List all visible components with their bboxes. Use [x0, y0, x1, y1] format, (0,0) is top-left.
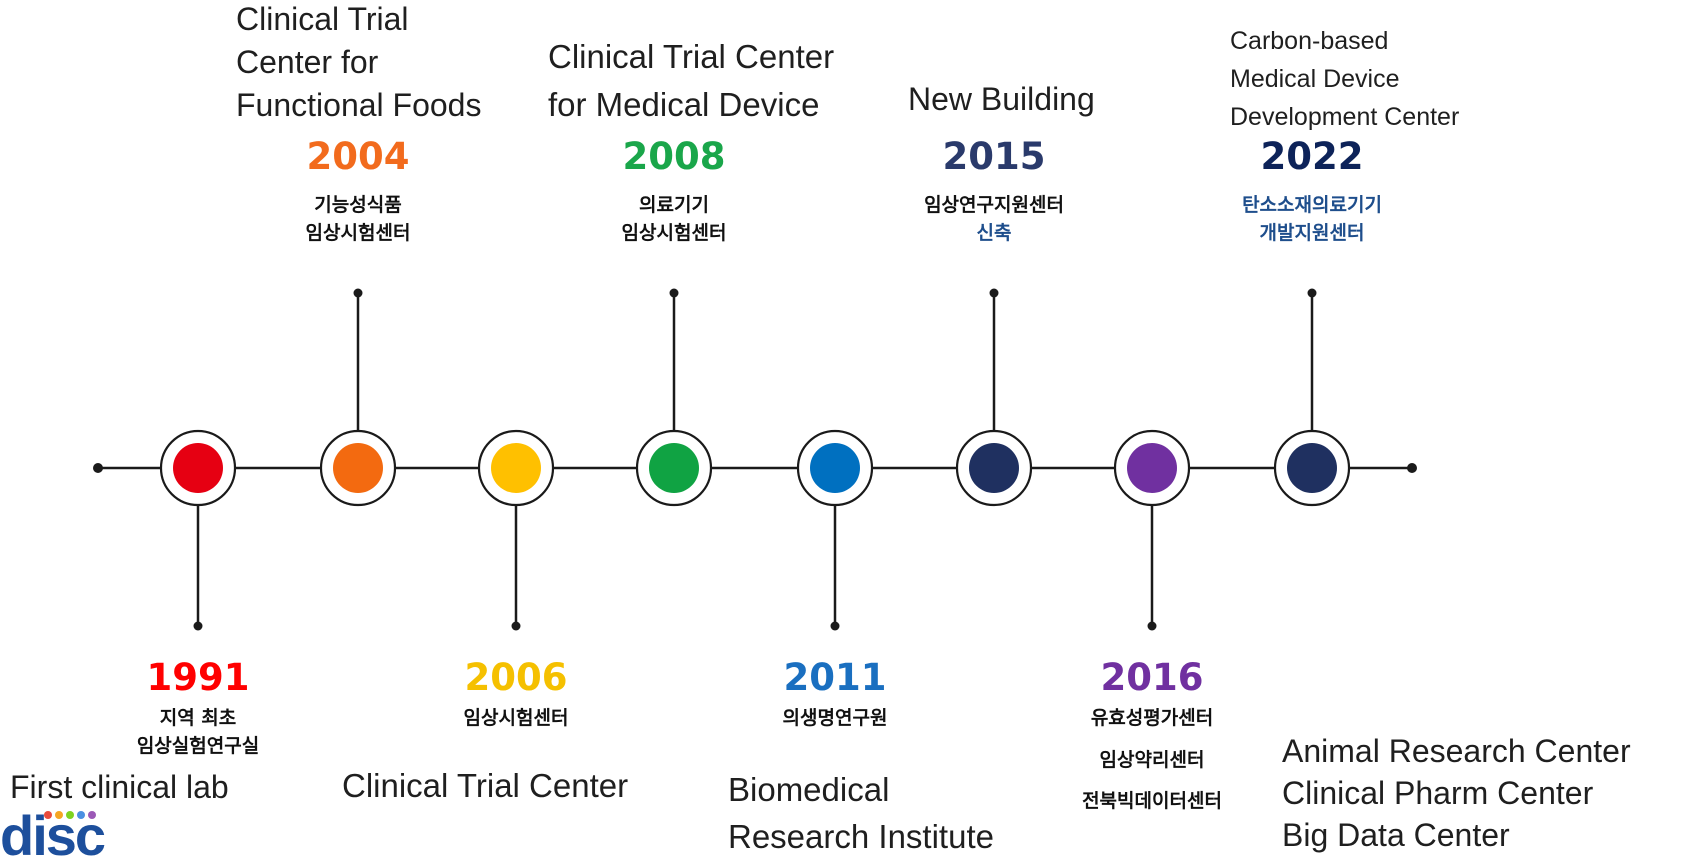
event-2015-english-label: New Building	[908, 80, 1095, 118]
event-2008-connector-dot	[669, 288, 679, 298]
event-2015-connector-dot	[989, 288, 999, 298]
event-2022-year: 2022	[1260, 135, 1364, 178]
logo-dot	[77, 811, 85, 819]
event-2006-node	[491, 443, 541, 493]
event-1991-korean-line: 임상실험연구실	[136, 734, 260, 757]
event-2008-english-label: Clinical Trial Center for Medical Device	[548, 33, 834, 129]
event-2016-year: 2016	[1100, 656, 1204, 699]
logo-dot	[55, 811, 63, 819]
event-2016-korean-line: 전북빅데이터센터	[1082, 790, 1222, 813]
event-2022-english-line: Medical Device	[1230, 65, 1400, 93]
event-2008-korean-line: 임상시험센터	[621, 221, 727, 244]
event-2008-node	[649, 443, 699, 493]
event-2011-node	[810, 443, 860, 493]
event-1991-english-label: First clinical lab	[10, 768, 229, 806]
event-2015-korean-line: 신축	[976, 221, 1012, 244]
event-2004-connector-dot	[353, 288, 363, 298]
event-1991-year: 1991	[146, 656, 250, 699]
logo-dot	[66, 811, 74, 819]
logo-dot	[44, 811, 52, 819]
event-2006-korean-label: 임상시험센터	[464, 705, 569, 733]
event-2011-year: 2011	[783, 656, 887, 699]
event-2022-korean-line: 개발지원센터	[1259, 221, 1365, 244]
timeline-start-dot	[93, 463, 103, 473]
event-2016-english-line: Clinical Pharm Center	[1282, 775, 1594, 811]
event-2008-english-line: Clinical Trial Center	[548, 38, 835, 75]
event-2011-korean-line: 의생명연구원	[782, 707, 888, 729]
event-2022-english-line: Carbon-based	[1230, 27, 1389, 55]
event-2022-english-line: Development Center	[1230, 103, 1460, 131]
event-2006-year: 2006	[464, 656, 568, 699]
event-2008-english-line: for Medical Device	[548, 86, 820, 123]
event-2004-english-line: Clinical Trial	[236, 1, 409, 37]
event-2004-korean-line: 임상시험센터	[305, 221, 411, 244]
event-1991-node	[173, 443, 223, 493]
event-2004-node	[333, 443, 383, 493]
event-2008-year: 2008	[622, 135, 726, 178]
event-2015-korean-line: 임상연구지원센터	[924, 194, 1064, 216]
event-2011-english-line: Biomedical	[728, 771, 890, 808]
logo: disc	[0, 804, 106, 867]
event-2004-korean-line: 기능성식품	[314, 194, 402, 216]
event-2004-english-line: Functional Foods	[236, 87, 482, 123]
event-2022-korean-line: 탄소소재의료기기	[1242, 194, 1382, 216]
event-2015-year: 2015	[942, 135, 1046, 178]
event-2004-english-line: Center for	[236, 44, 379, 80]
logo-dots	[44, 806, 99, 824]
event-2011-english-line: Research Institute	[728, 818, 994, 855]
event-2008-korean-line: 의료기기	[639, 194, 709, 216]
event-1991-connector-dot	[193, 621, 203, 631]
timeline-end-dot	[1407, 463, 1417, 473]
event-2015-english-line: New Building	[908, 81, 1095, 117]
event-2016-node	[1127, 443, 1177, 493]
event-2022-connector-dot	[1307, 288, 1317, 298]
event-2006-english-label: Clinical Trial Center	[342, 766, 628, 806]
event-2016-english-line: Animal Research Center	[1282, 733, 1631, 769]
event-2006-english-line: Clinical Trial Center	[342, 767, 629, 804]
event-2004-year: 2004	[306, 135, 410, 178]
event-2011-korean-label: 의생명연구원	[783, 705, 888, 733]
event-2006-connector-dot	[511, 621, 521, 631]
event-2016-connector-dot	[1147, 621, 1157, 631]
event-1991-english-line: First clinical lab	[10, 769, 229, 805]
event-2006-korean-line: 임상시험센터	[463, 707, 569, 729]
event-2016-korean-line: 유효성평가센터	[1090, 707, 1214, 729]
event-2022-node	[1287, 443, 1337, 493]
logo-dot	[88, 811, 96, 819]
event-2016-english-line: Big Data Center	[1282, 817, 1510, 853]
event-2011-connector-dot	[830, 621, 840, 631]
event-2015-node	[969, 443, 1019, 493]
event-1991-korean-line: 지역 최초	[159, 707, 237, 729]
event-2016-korean-line: 임상약리센터	[1099, 748, 1205, 771]
